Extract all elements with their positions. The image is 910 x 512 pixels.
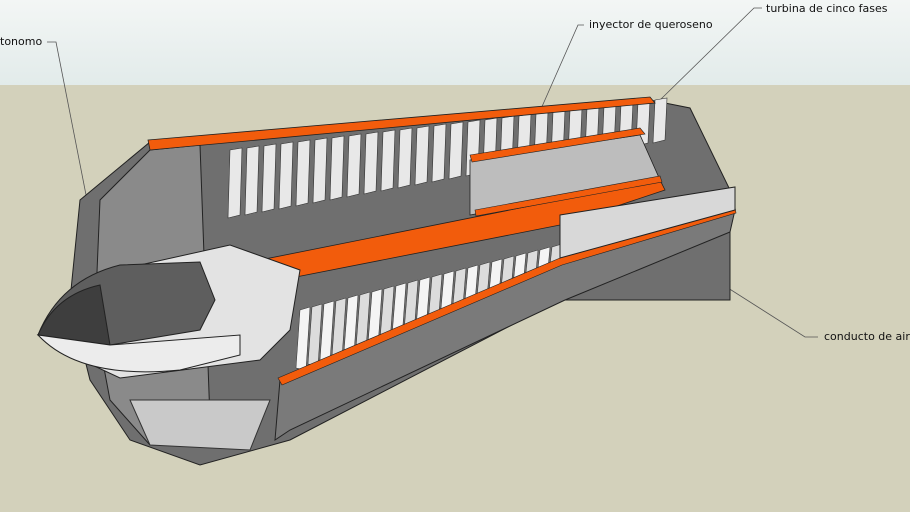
compressor-blade xyxy=(380,129,396,192)
compressor-blade xyxy=(261,143,277,213)
compressor-blade xyxy=(652,97,668,144)
leader-autonomo xyxy=(47,41,89,206)
compressor-blade xyxy=(312,137,328,204)
compressor-blade xyxy=(227,147,243,219)
leader-injector xyxy=(532,24,584,128)
compressor-blade xyxy=(363,131,379,195)
compressor-blade xyxy=(414,125,430,186)
label-autonomo: tonomo xyxy=(0,35,43,48)
label-kerosene-injector: inyector de queroseno xyxy=(589,18,713,31)
spinner-lower xyxy=(36,334,241,373)
compressor-blade xyxy=(431,123,447,183)
exhaust-shell xyxy=(559,186,736,259)
compressor-blade xyxy=(346,133,362,198)
compressor-blade xyxy=(244,145,260,216)
compressor-blade xyxy=(295,139,311,207)
cut-section-top xyxy=(147,96,656,151)
compressor-blade xyxy=(397,127,413,189)
combustor-orange xyxy=(469,127,663,217)
label-five-stage-turbine: turbina de cinco fases xyxy=(766,2,888,15)
label-air-duct: conducto de aire xyxy=(824,330,910,343)
compressor-blade xyxy=(329,135,345,201)
nose-cone-tip xyxy=(37,284,111,346)
compressor-blade xyxy=(278,141,294,210)
compressor-blade xyxy=(448,121,464,180)
leader-turbine xyxy=(659,7,762,101)
sky-background xyxy=(0,0,910,85)
casing-inner-light xyxy=(129,399,271,451)
